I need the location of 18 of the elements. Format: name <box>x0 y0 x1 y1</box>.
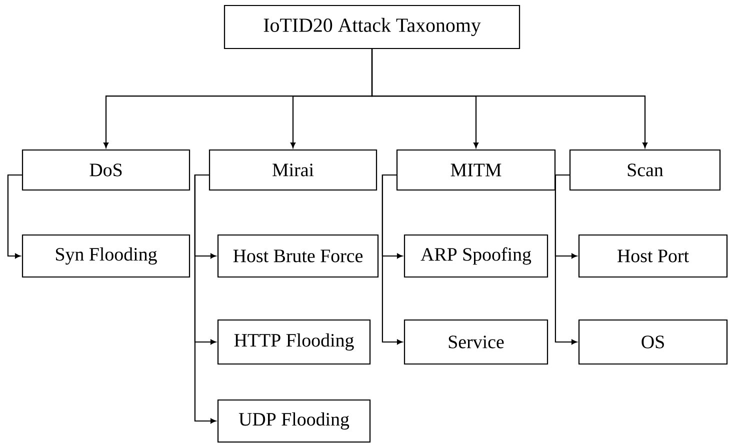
attack-box: Host Port <box>578 234 728 278</box>
category-box: Mirai <box>208 149 378 191</box>
title-box: IoTID20 Attack Taxonomy <box>224 4 520 50</box>
attack-box: UDP Flooding <box>217 399 371 443</box>
arrow <box>194 174 216 424</box>
attack-box: ARP Spoofing <box>404 234 548 278</box>
category-box: MITM <box>396 149 556 191</box>
attack-box: Service <box>404 319 548 365</box>
category-box: Scan <box>569 149 721 191</box>
attack-box: HTTP Flooding <box>217 319 371 365</box>
category-box: DoS <box>22 149 190 191</box>
attack-box: Syn Flooding <box>22 234 190 278</box>
attack-box: Host Brute Force <box>217 234 379 278</box>
arrow <box>554 174 577 345</box>
attack-box: OS <box>578 319 728 365</box>
arrow <box>7 174 22 259</box>
arrow <box>371 49 648 148</box>
arrow <box>382 174 402 345</box>
